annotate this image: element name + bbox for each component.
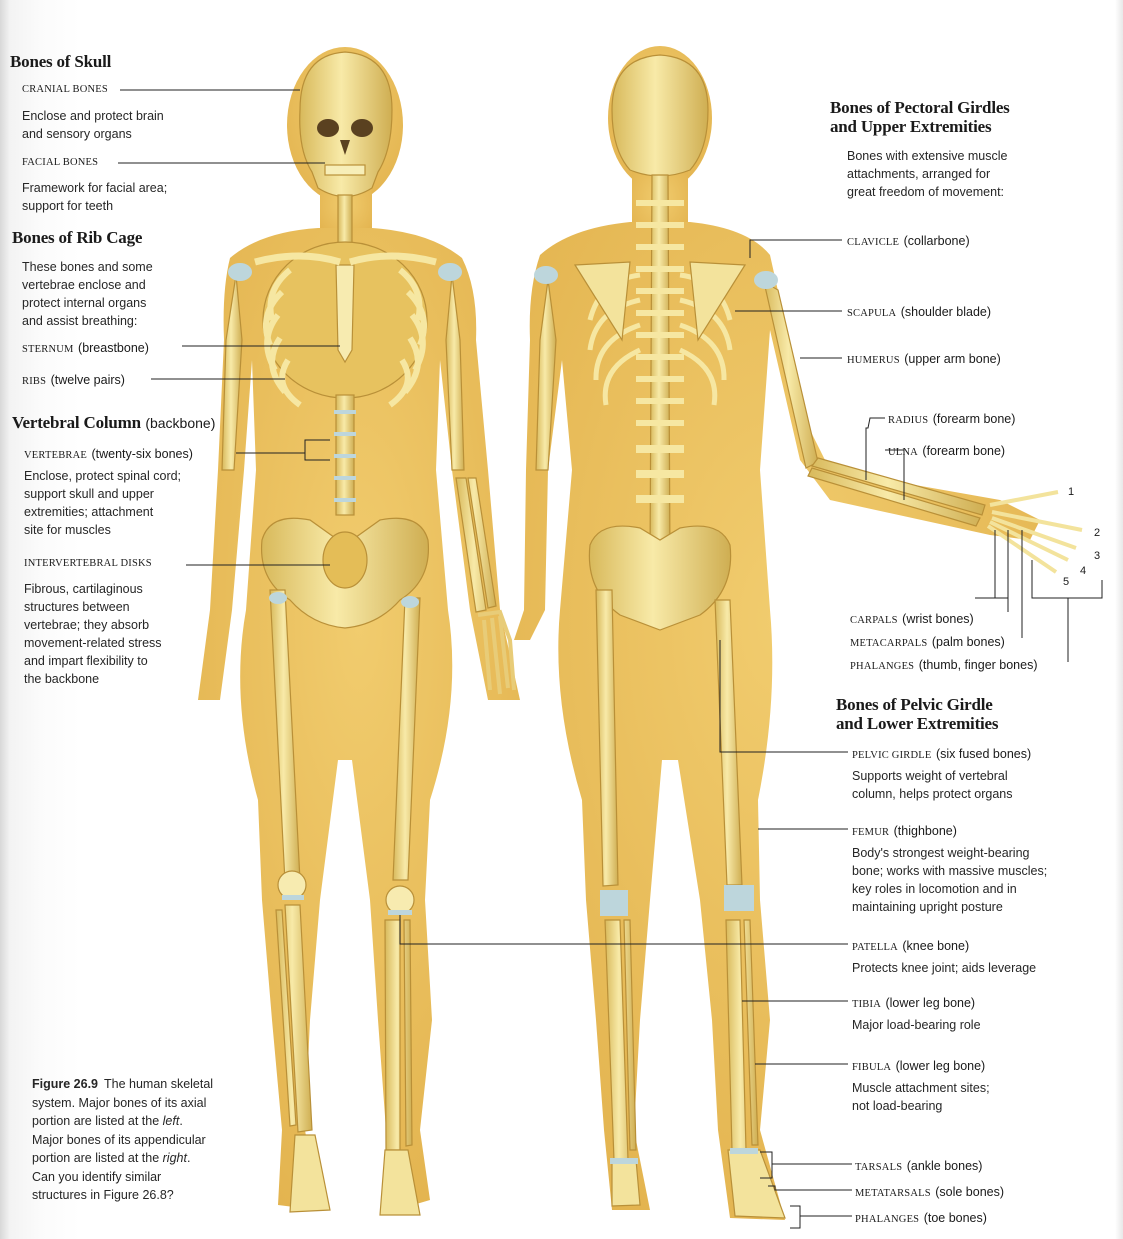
vertebrae-common: (twenty-six bones) [91,447,192,461]
pelvic-girdle-label: PELVIC GIRDLE (six fused bones) [852,745,1031,763]
pelvic-heading: Bones of Pelvic Girdle and Lower Extremi… [836,695,998,733]
ribs-common: (twelve pairs) [51,373,125,387]
femur-desc: Body's strongest weight-bearing bone; wo… [852,844,1047,916]
patella-label: PATELLA (knee bone) [852,937,969,955]
back-skull [612,55,708,176]
digit-5-label: 5 [1063,576,1069,588]
front-sternum [336,265,354,362]
humerus-label: HUMERUS (upper arm bone) [847,350,1001,368]
skull-heading: Bones of Skull [10,52,111,71]
carpals-label: CARPALS (wrist bones) [850,610,974,628]
front-right-tibia-fibula [385,920,412,1150]
radius-label: RADIUS (forearm bone) [888,410,1015,428]
sternum-term: STERNUM [22,344,74,355]
digit-1-label: 1 [1068,486,1074,498]
intervertebral-disks-desc: Fibrous, cartilaginous structures betwee… [24,580,162,688]
rib-cage-desc: These bones and some vertebrae enclose a… [22,258,153,330]
fibula-desc: Muscle attachment sites; not load-bearin… [852,1079,990,1115]
ribs-label: RIBS (twelve pairs) [22,371,125,389]
metatarsals-label: METATARSALS (sole bones) [855,1183,1004,1201]
pectoral-heading: Bones of Pectoral Girdles and Upper Extr… [830,98,1010,136]
front-right-patella [386,886,414,914]
patella-desc: Protects knee joint; aids leverage [852,959,1036,977]
scapula-label: SCAPULA (shoulder blade) [847,303,991,321]
phalanges-foot-label: PHALANGES (toe bones) [855,1209,987,1227]
digit-3-label: 3 [1094,550,1100,562]
digit-4-label: 4 [1080,565,1086,577]
ribs-term: RIBS [22,376,46,387]
vertebrae-term: VERTEBRAE [24,450,87,461]
vertebrae-desc: Enclose, protect spinal cord; support sk… [24,467,181,539]
sternum-common: (breastbone) [78,341,149,355]
back-left-foot [612,1160,640,1206]
tarsals-label: TARSALS (ankle bones) [855,1157,982,1175]
pelvic-girdle-desc: Supports weight of vertebral column, hel… [852,767,1013,803]
front-left-foot [290,1135,330,1212]
pectoral-desc: Bones with extensive muscle attachments,… [847,147,1008,201]
back-right-foot [728,1150,785,1218]
fibula-label: FIBULA (lower leg bone) [852,1057,985,1075]
intervertebral-disks-label: INTERVERTEBRAL DISKS [24,558,152,569]
sternum-label: STERNUM (breastbone) [22,339,149,357]
tibia-label: TIBIA (lower leg bone) [852,994,975,1012]
facial-bones-desc: Framework for facial area; support for t… [22,179,167,215]
metacarpals-label: METACARPALS (palm bones) [850,633,1005,651]
digit-2-label: 2 [1094,527,1100,539]
figure-number: Figure 26.9 [32,1077,98,1091]
vertebral-heading: Vertebral Column (backbone) [12,413,215,433]
cranial-bones-label: CRANIAL BONES [22,84,108,95]
tibia-desc: Major load-bearing role [852,1016,981,1034]
front-left-patella [278,871,306,899]
cranial-bones-desc: Enclose and protect brain and sensory or… [22,107,164,143]
front-body-silhouette [198,47,520,1210]
ulna-label: ULNA (forearm bone) [888,442,1005,460]
phalanges-hand-label: PHALANGES (thumb, finger bones) [850,656,1038,674]
clavicle-label: CLAVICLE (collarbone) [847,232,970,250]
facial-bones-label: FACIAL BONES [22,157,98,168]
back-right-humerus [764,282,818,468]
rib-cage-heading: Bones of Rib Cage [12,228,142,247]
vertebral-heading-text: Vertebral Column [12,413,141,432]
femur-label: FEMUR (thighbone) [852,822,957,840]
vertebrae-label: VERTEBRAE (twenty-six bones) [24,445,193,463]
vertebral-heading-common: (backbone) [145,415,215,431]
